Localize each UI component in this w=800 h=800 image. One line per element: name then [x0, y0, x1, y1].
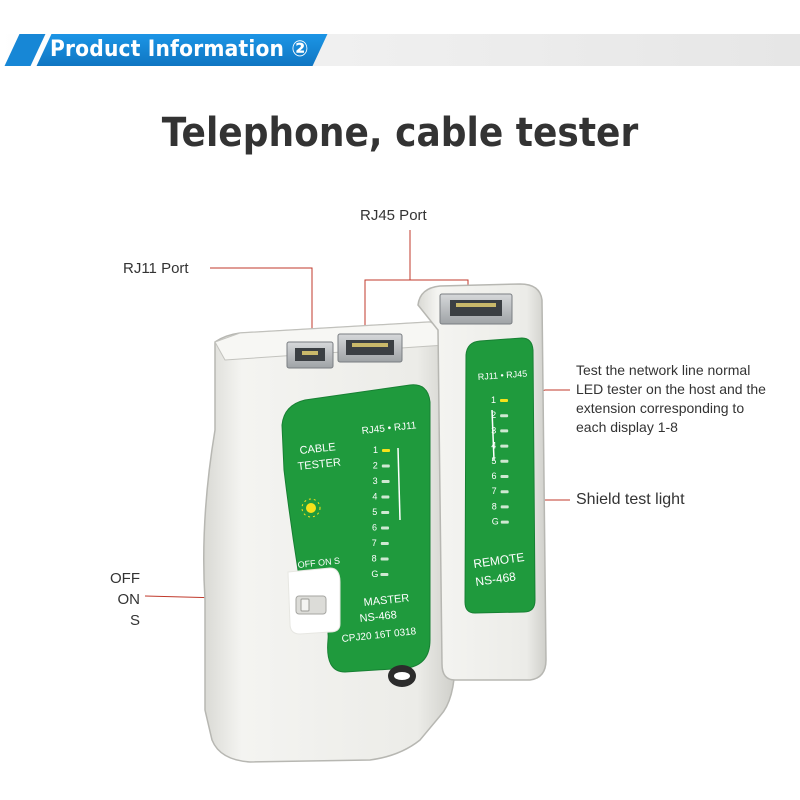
- master-unit: CABLE TESTER RJ45 • RJ11 OFF ON S MASTER…: [203, 321, 456, 763]
- remote-led: [500, 429, 509, 433]
- rj11-callout-line: [210, 267, 313, 348]
- remote-led: [500, 520, 509, 524]
- remote-led: [500, 444, 509, 448]
- master-led-label: 5: [372, 507, 377, 517]
- test-description-line: extension corresponding to: [576, 400, 745, 416]
- remote-rj45-port: [439, 293, 513, 325]
- master-led-label: 6: [372, 523, 377, 533]
- page-title: Telephone, cable tester: [161, 110, 639, 156]
- master-switch: [287, 567, 341, 635]
- master-led: [380, 557, 389, 561]
- remote-led: [500, 459, 509, 463]
- remote-led: [500, 399, 508, 402]
- test-description-line: LED tester on the host and the: [576, 381, 766, 397]
- remote-led-label: 7: [492, 486, 497, 496]
- master-model-1: MASTER: [363, 592, 410, 609]
- remote-led-column: 1 2 3 4 5 6 7 8G: [491, 395, 509, 527]
- master-led: [382, 449, 390, 452]
- master-led: [381, 526, 389, 530]
- master-led-label: 2: [373, 461, 378, 471]
- master-cable-label: CABLE: [299, 441, 336, 457]
- banner-label: Product Information ②: [50, 37, 309, 62]
- master-led-label: 1: [373, 445, 378, 455]
- test-description: Test the network line normal LED tester …: [576, 361, 766, 437]
- master-led: [381, 464, 390, 468]
- remote-led-label: 3: [491, 425, 496, 435]
- master-led-label: G: [371, 569, 378, 579]
- master-led-label: 7: [372, 538, 377, 548]
- test-description-line: Test the network line normal: [576, 362, 751, 378]
- remote-model-2: NS-468: [474, 569, 517, 589]
- remote-led: [500, 414, 509, 418]
- master-led: [380, 573, 389, 576]
- switch-s-label: S: [129, 612, 140, 629]
- remote-led: [500, 505, 509, 509]
- remote-led: [500, 490, 509, 494]
- rj45-callout-line: [364, 230, 411, 345]
- switch-on-label: ON: [117, 591, 141, 608]
- master-led: [380, 542, 389, 545]
- rj11-port-label: RJ11 Port: [123, 260, 189, 277]
- master-led-label: 3: [373, 476, 378, 486]
- remote-led-label: 1: [491, 395, 496, 405]
- remote-led-label: 8: [492, 501, 497, 511]
- remote-rj-label: RJ11 • RJ45: [477, 369, 527, 382]
- master-battery-screw: [388, 665, 416, 687]
- switch-position-labels: OFF ON S: [88, 568, 140, 631]
- master-led: [381, 480, 390, 483]
- rj45-port-label: RJ45 Port: [360, 207, 427, 224]
- cable-tester-indicator-light: [301, 498, 321, 518]
- master-rj45-port: [337, 333, 403, 363]
- master-led-label: 8: [372, 554, 377, 564]
- master-switch-label: OFF ON S: [297, 556, 340, 570]
- master-led: [381, 495, 390, 499]
- test-description-line: each display 1-8: [576, 419, 678, 435]
- remote-led-label: 2: [491, 410, 496, 420]
- remote-green-panel: [464, 337, 536, 614]
- remote-led-label: 4: [491, 441, 496, 451]
- master-led-column: 1 2 3 4 5 6 7 8G: [371, 445, 390, 579]
- remote-led-label: 6: [492, 471, 497, 481]
- master-model-2: NS-468: [359, 609, 397, 625]
- master-led: [381, 511, 390, 514]
- master-tester-label: TESTER: [297, 457, 341, 473]
- master-rj11-port: [286, 341, 334, 369]
- master-led-label: 4: [372, 492, 377, 502]
- remote-led: [500, 475, 509, 478]
- remote-led-label: G: [492, 517, 499, 527]
- shield-test-light-label: Shield test light: [576, 491, 685, 508]
- remote-led-label: 5: [491, 456, 496, 466]
- switch-off-label: OFF: [110, 570, 140, 587]
